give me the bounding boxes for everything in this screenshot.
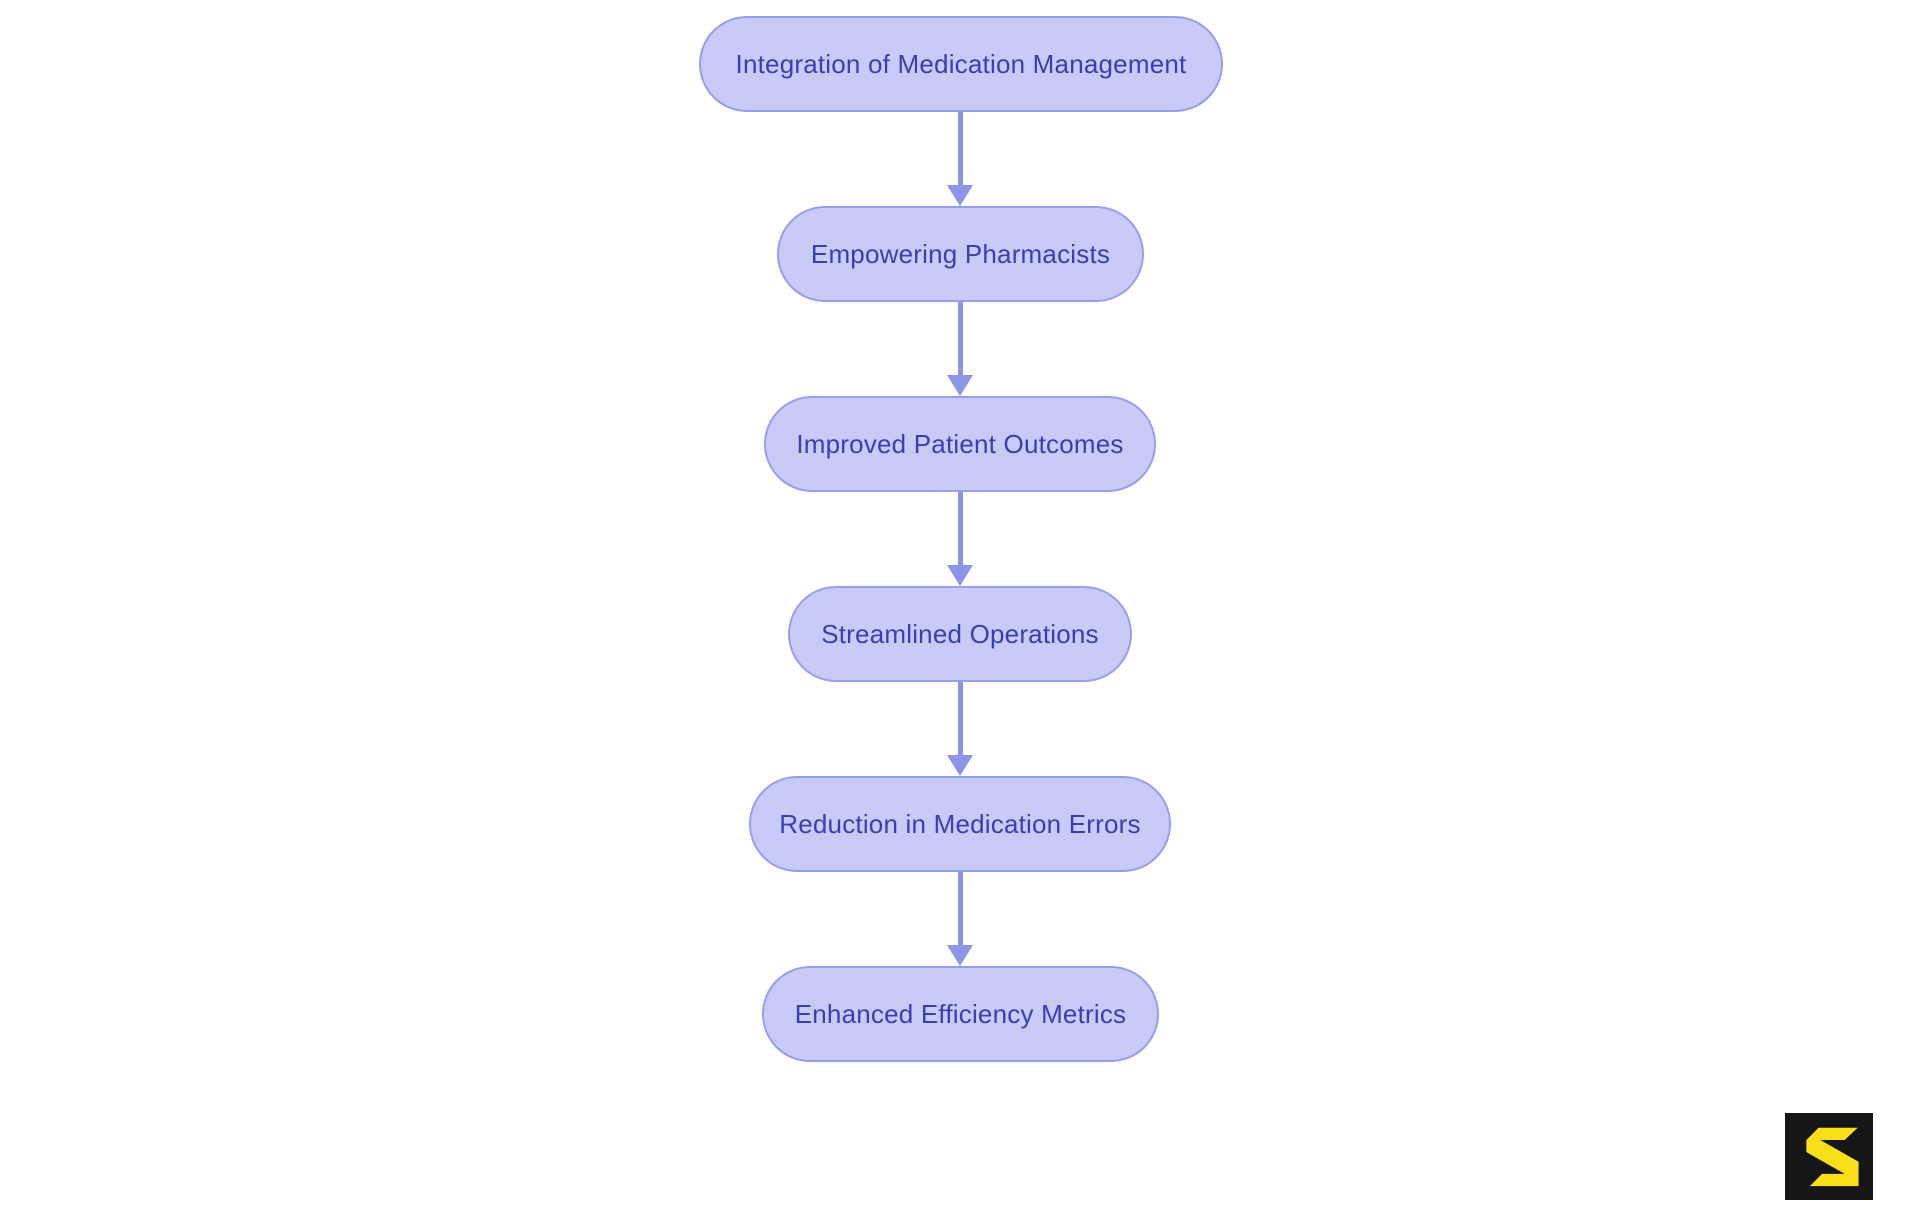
- flow-arrow-2-3: [947, 302, 973, 396]
- s-logo-icon: [1806, 1127, 1859, 1187]
- flow-arrow-4-5: [947, 682, 973, 776]
- arrow-shaft: [957, 302, 963, 378]
- arrow-head-icon: [947, 185, 973, 206]
- flow-arrow-3-4: [947, 492, 973, 586]
- node-label: Empowering Pharmacists: [810, 238, 1111, 269]
- flow-node-improved-patient-outcomes: Improved Patient Outcomes: [764, 396, 1156, 492]
- arrow-head-icon: [947, 755, 973, 776]
- node-label: Enhanced Efficiency Metrics: [794, 998, 1127, 1029]
- arrow-head-icon: [947, 945, 973, 966]
- arrow-head-icon: [947, 565, 973, 586]
- arrow-shaft: [957, 112, 963, 188]
- flow-node-empowering-pharmacists: Empowering Pharmacists: [777, 206, 1144, 302]
- flow-node-integration-of-medication-management: Integration of Medication Management: [699, 16, 1223, 112]
- arrow-shaft: [957, 872, 963, 948]
- arrow-head-icon: [947, 375, 973, 396]
- node-label: Improved Patient Outcomes: [796, 428, 1124, 459]
- arrow-shaft: [957, 682, 963, 758]
- brand-logo: [1785, 1113, 1873, 1200]
- node-label: Reduction in Medication Errors: [779, 808, 1141, 839]
- flow-node-enhanced-efficiency-metrics: Enhanced Efficiency Metrics: [762, 966, 1159, 1062]
- flow-arrow-1-2: [947, 112, 973, 206]
- node-label: Streamlined Operations: [821, 618, 1099, 649]
- flow-node-reduction-in-medication-errors: Reduction in Medication Errors: [749, 776, 1171, 872]
- node-label: Integration of Medication Management: [735, 48, 1187, 79]
- flow-arrow-5-6: [947, 872, 973, 966]
- flow-node-streamlined-operations: Streamlined Operations: [788, 586, 1132, 682]
- arrow-shaft: [957, 492, 963, 568]
